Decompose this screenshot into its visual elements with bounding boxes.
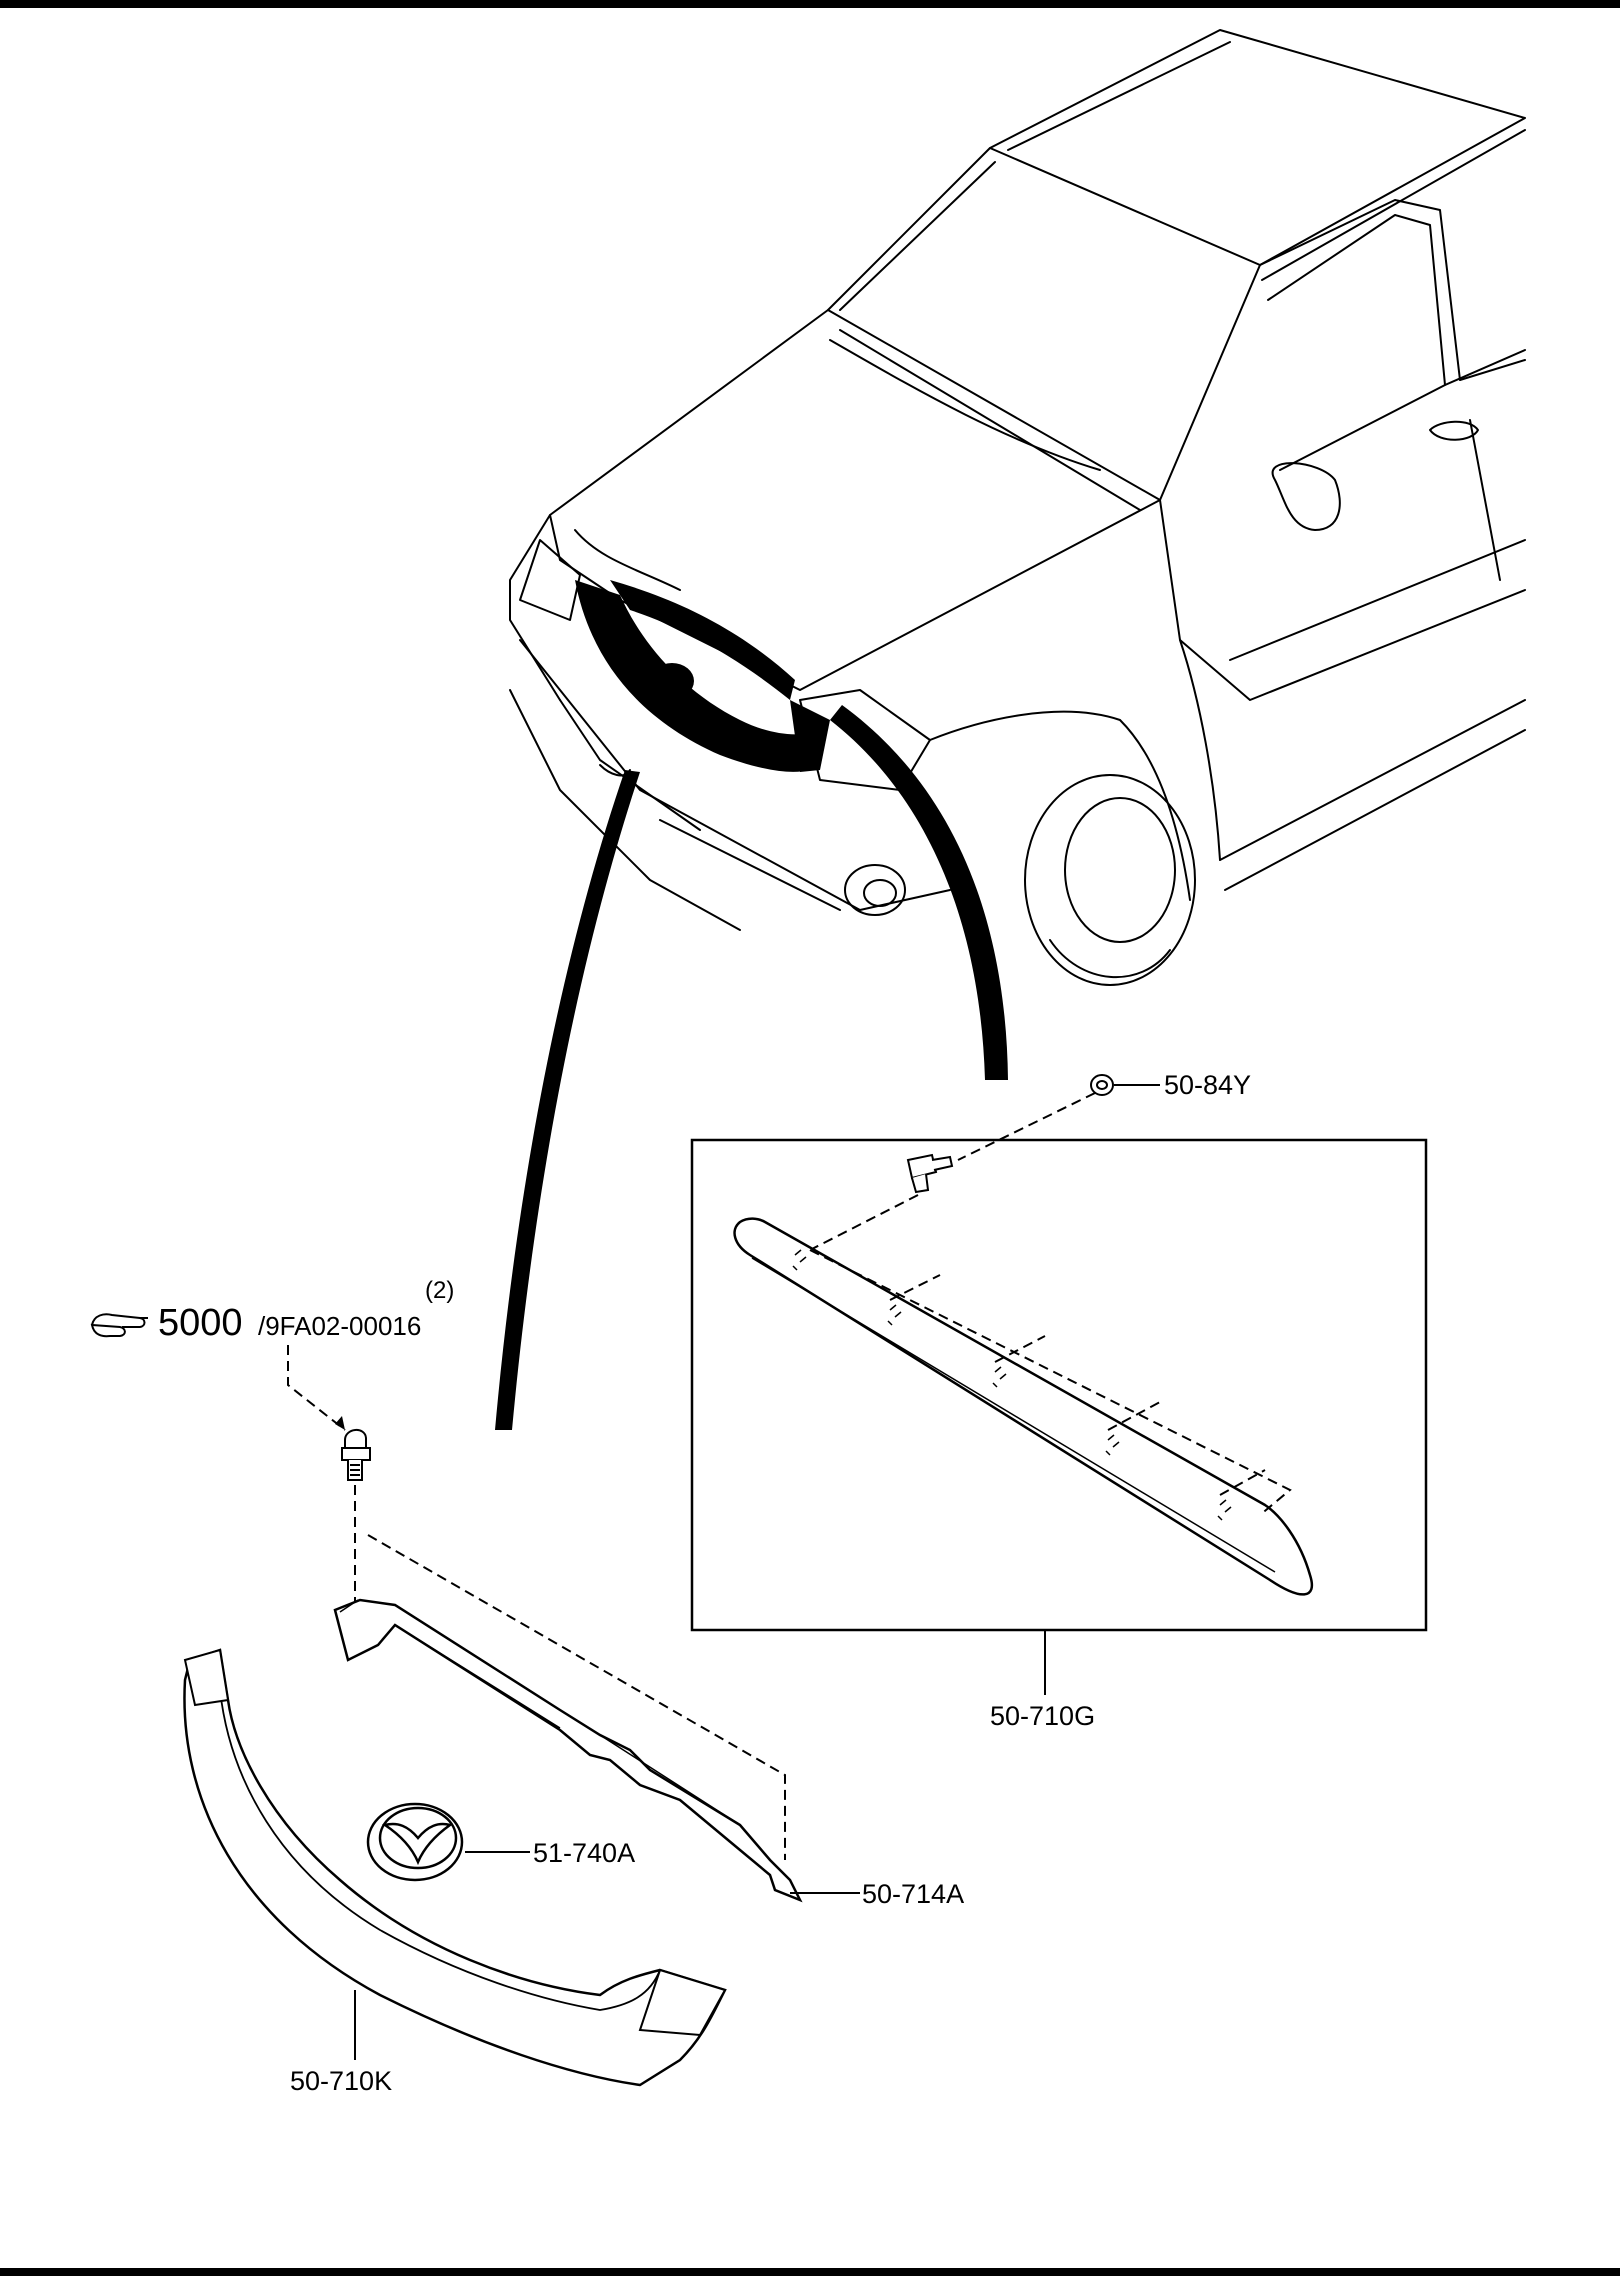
reference-sub-code: /9FA02-00016 [258, 1311, 421, 1341]
callout-50-84y: 50-84Y [1164, 1070, 1251, 1100]
reference-quantity: (2) [425, 1277, 454, 1304]
callout-51-740a: 51-740A [533, 1838, 635, 1868]
bracket-flange [339, 1599, 741, 1826]
reference-note: 5000 /9FA02-00016 (2) [90, 1277, 454, 1344]
garnish-dashed-rail [809, 1249, 1292, 1516]
callout-50-710g: 50-710G [990, 1701, 1095, 1731]
callout-50-714a: 50-714A [862, 1879, 964, 1909]
garnish-assy-frame [690, 1138, 1428, 1632]
garnish-edge [751, 1257, 1276, 1573]
reference-dashed-line [287, 1345, 346, 1431]
garnish-clip-marks [792, 1249, 1232, 1521]
bracket-body [333, 1598, 803, 1903]
garnish-stud [906, 1153, 954, 1194]
grille-end-face [638, 1968, 727, 2037]
grille-highlight-right [790, 700, 830, 772]
leader-sweep-left [495, 770, 640, 1430]
callout-50-710k: 50-710K [290, 2066, 392, 2096]
clip-dashed-line [957, 1092, 1096, 1161]
garnish-body [733, 1217, 1313, 1596]
grille-highlight-top [610, 580, 795, 700]
clip-50-84y [1090, 1074, 1114, 1096]
emblem-51-740a [366, 1802, 464, 1882]
leader-sweep-right [830, 705, 1008, 1080]
bracket-dashed-rail [367, 1534, 786, 1860]
grille-inner-edge [219, 1689, 661, 2011]
stud-dashed-line [809, 1194, 919, 1251]
vehicle-illustration [509, 29, 1526, 986]
reference-main-number: 5000 [158, 1302, 243, 1344]
pointing-hand-icon [90, 1313, 148, 1338]
reference-arrow [335, 1416, 345, 1430]
grille-top-face [183, 1648, 230, 1707]
grille-highlight-band [575, 580, 820, 772]
screw-fastener [341, 1429, 371, 1481]
vehicle-emblem-mark [650, 663, 694, 699]
